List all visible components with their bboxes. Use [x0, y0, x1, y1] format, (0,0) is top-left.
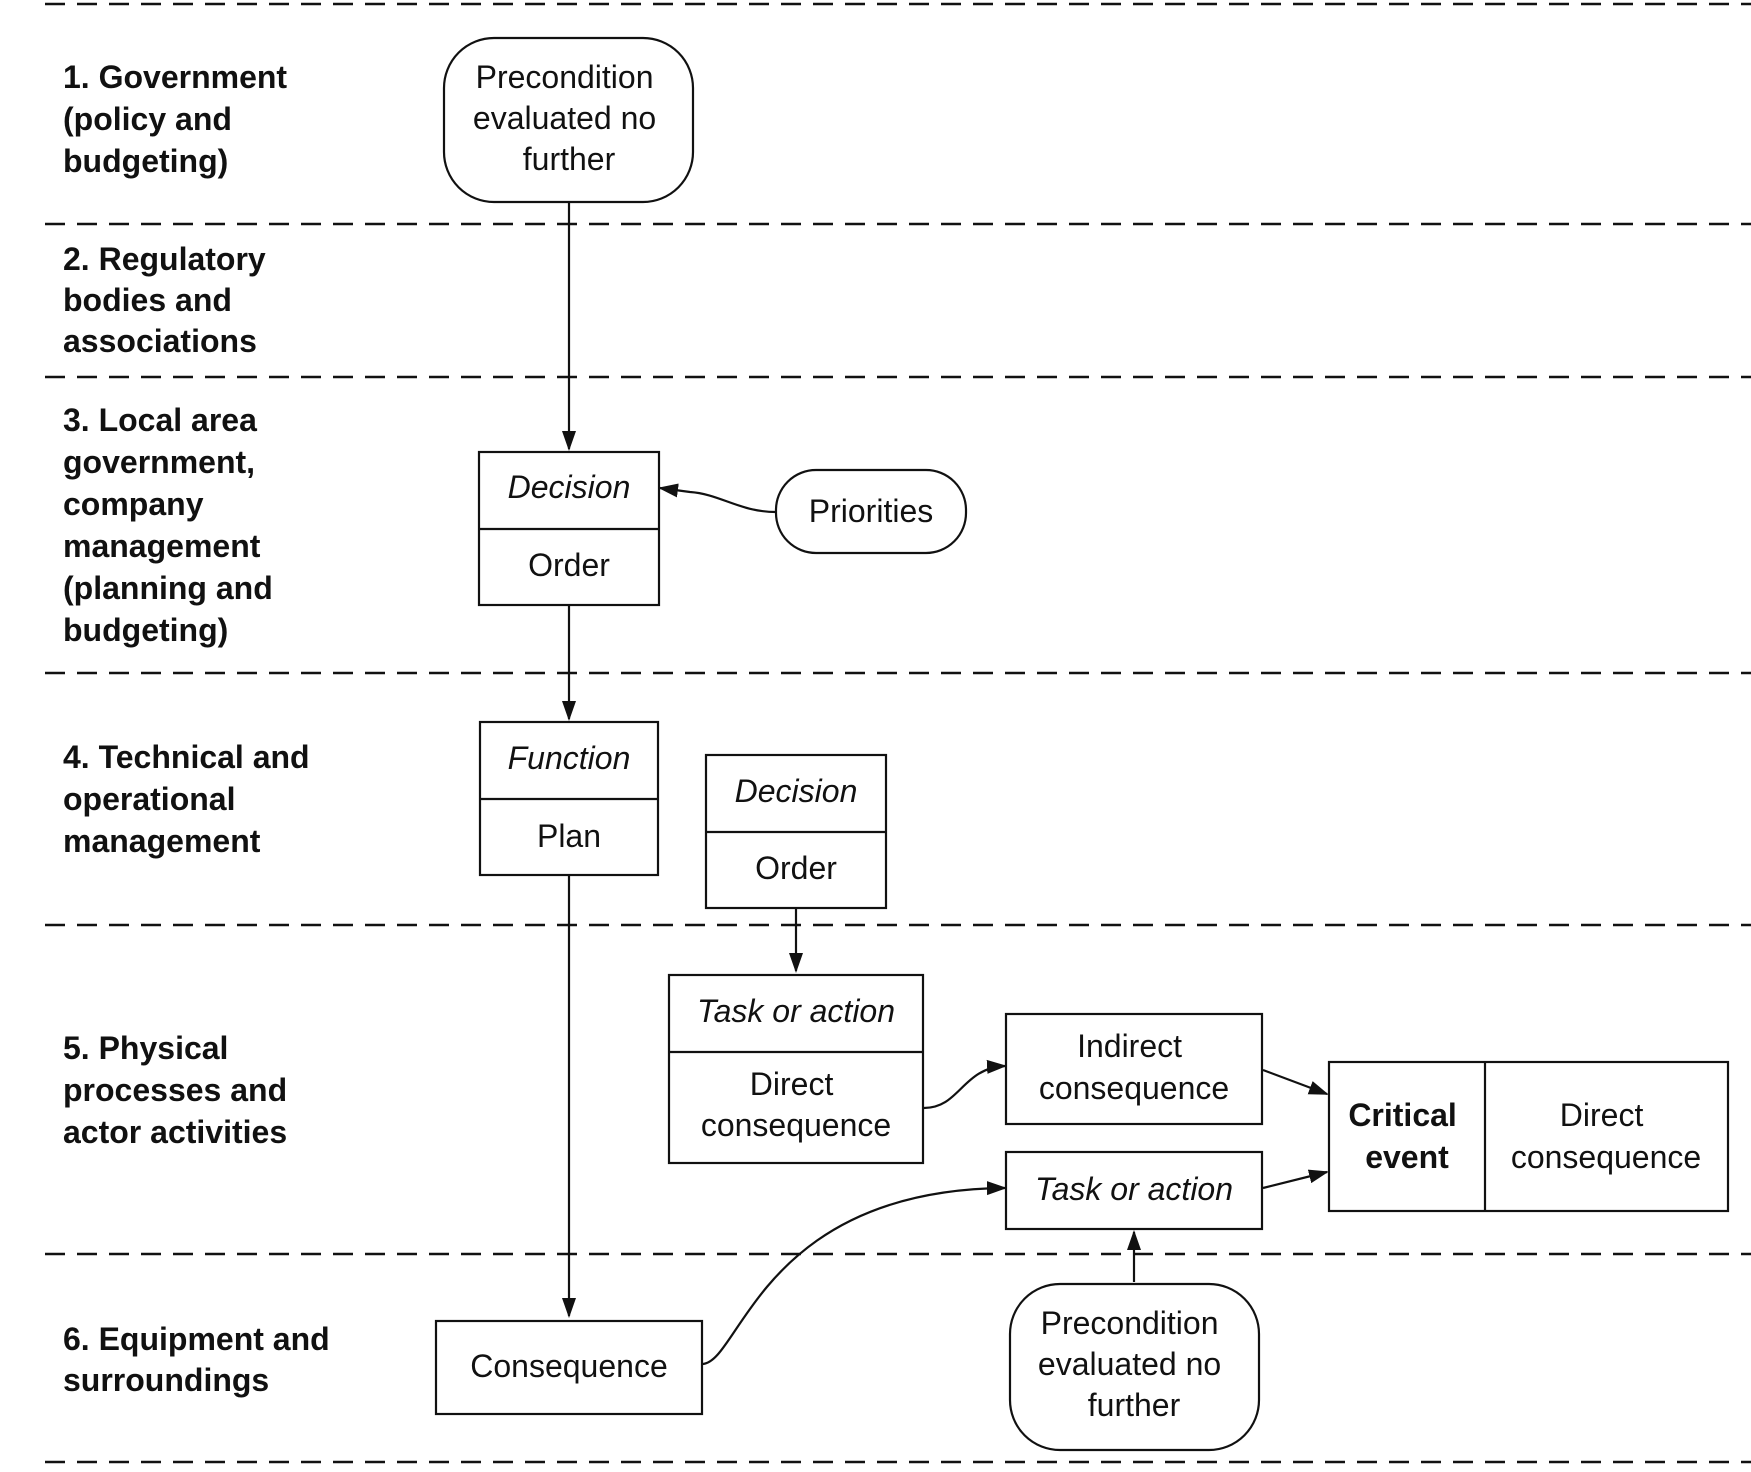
indirect-consequence-shape [1004, 1012, 1264, 1126]
level-5-label: 5. Physical processes and actor activiti… [63, 1030, 296, 1150]
decision-order-node: Decision Order [477, 450, 661, 607]
edge-task-to-critical [1262, 1169, 1329, 1190]
level-2-label: 2. Regulatory bodies and associations [63, 241, 275, 359]
edges [562, 203, 1329, 1366]
edge-direct-to-indirect [923, 1059, 1007, 1110]
consequence-node: Consequence [434, 1319, 704, 1416]
precondition-top-shape [442, 36, 695, 204]
function-plan-node: Function Plan [478, 720, 660, 877]
task-or-action-node: Task or action [1004, 1150, 1264, 1231]
edge-indirect-to-critical [1262, 1068, 1329, 1096]
level-4-label: 4. Technical and operational management [63, 739, 318, 859]
precondition-bottom-node: Precondition evaluated no further [1008, 1282, 1261, 1452]
priorities-node: Priorities [774, 468, 968, 555]
plan-body: Plan [537, 818, 601, 854]
consequence-shape [434, 1319, 704, 1416]
precondition-bottom-text: Precondition evaluated no further [1038, 1305, 1230, 1423]
task-direct-shape [667, 973, 925, 1165]
precondition-top-node: Precondition evaluated no further [442, 36, 695, 204]
decision-2-header: Decision [735, 773, 858, 809]
function-header: Function [508, 740, 631, 776]
task-direct-node: Task or action Direct consequence [667, 973, 925, 1165]
critical-event-shape [1327, 1060, 1730, 1213]
level-3-label: 3. Local area government, company manage… [63, 402, 282, 648]
edge-consequence-to-task [701, 1181, 1007, 1366]
indirect-consequence-text: Indirect consequence [1039, 1028, 1229, 1106]
level-6-label: 6. Equipment and surroundings [63, 1321, 339, 1398]
decision-header: Decision [508, 469, 631, 505]
level-1-label: 1. Government (policy and budgeting) [63, 59, 296, 179]
indirect-consequence-node: Indirect consequence [1004, 1012, 1264, 1126]
task-header: Task or action [697, 993, 895, 1029]
precondition-bottom-shape [1008, 1282, 1261, 1452]
priorities-text: Priorities [809, 493, 933, 529]
precondition-top-text: Precondition evaluated no further [473, 59, 665, 177]
task-or-action-shape [1004, 1150, 1264, 1231]
critical-event-text: Critical event [1348, 1097, 1465, 1175]
priorities-shape [774, 468, 968, 555]
level-labels: 1. Government (policy and budgeting) 2. … [63, 59, 339, 1398]
order-2-body: Order [755, 850, 837, 886]
order-body: Order [528, 547, 610, 583]
critical-event-node: Critical event Direct consequence [1327, 1060, 1730, 1213]
consequence-text: Consequence [470, 1348, 667, 1384]
direct-consequence-text: Direct consequence [701, 1066, 891, 1143]
lane-separators [45, 2, 1751, 1464]
critical-direct-consequence-text: Direct consequence [1511, 1097, 1701, 1175]
decision-order-2-node: Decision Order [704, 753, 888, 910]
edge-priorities-to-decision [658, 483, 777, 514]
task-or-action-text: Task or action [1035, 1171, 1233, 1207]
